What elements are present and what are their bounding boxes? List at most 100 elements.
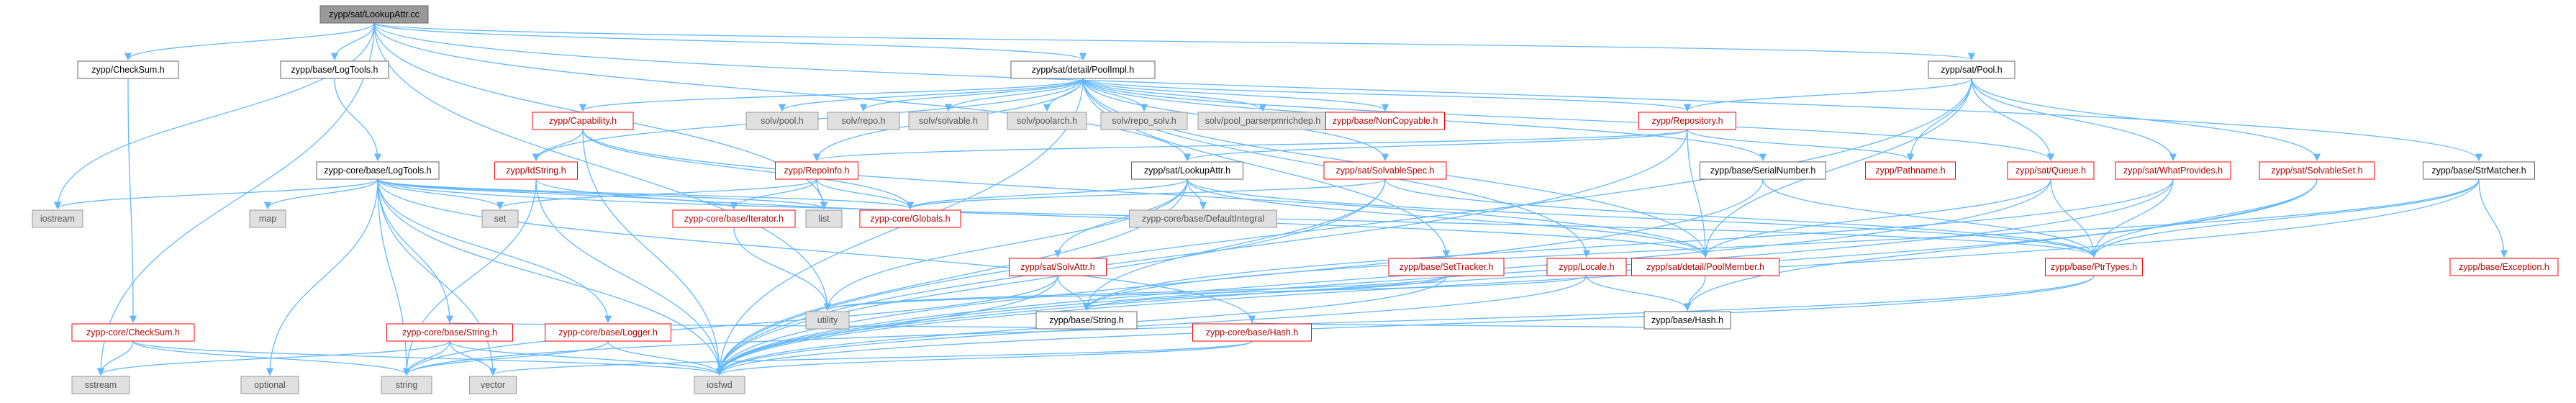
- node-label: string: [396, 380, 418, 390]
- edge-whatprovides-to-zyppstring: [1082, 178, 2174, 312]
- node-zypp-base-logtools-h[interactable]: zypp/base/LogTools.h: [280, 60, 389, 79]
- edge-corechecksum-to-sstream: [96, 340, 134, 376]
- node-zypp-core-globals-h[interactable]: zypp-core/Globals.h: [859, 209, 961, 228]
- node-zypp-sat-lookupattr-h[interactable]: zypp/sat/LookupAttr.h: [1131, 161, 1243, 180]
- edge-corelogtools-to-iterator: [377, 178, 738, 210]
- edge-lookupattrh-to-utility: [823, 178, 1188, 312]
- node-zypp-core-checksum-h[interactable]: zypp-core/CheckSum.h: [71, 323, 195, 342]
- node-label: zypp/sat/SolvableSet.h: [2271, 166, 2362, 176]
- node-label: zypp/base/LogTools.h: [291, 65, 378, 75]
- node-zypp-capability-h[interactable]: zypp/Capability.h: [532, 112, 634, 130]
- node-zypp-sat-pool-h[interactable]: zypp/sat/Pool.h: [1928, 60, 2015, 79]
- node-box: [386, 323, 513, 342]
- node-box: [1192, 323, 1312, 342]
- node-zypp-base-noncopyable-h[interactable]: zypp/base/NonCopyable.h: [1325, 112, 1445, 130]
- node-box: [545, 323, 671, 342]
- node-zypp-base-serialnumber-h[interactable]: zypp/base/SerialNumber.h: [1700, 161, 1826, 180]
- edge-satpool-to-whatprovides: [1971, 78, 2177, 162]
- edge-strmatcher-to-ptrtypes: [2090, 178, 2480, 258]
- edge-lookupattrh-to-globals: [906, 178, 1188, 210]
- node-label: zypp/base/String.h: [1049, 315, 1124, 325]
- edge-root-to-baselogtools: [330, 22, 375, 61]
- node-iosfwd: iosfwd: [694, 376, 745, 394]
- edge-satpool-to-iosfwd: [715, 78, 1972, 376]
- node-zypp-locale-h[interactable]: zypp/Locale.h: [1546, 258, 1627, 276]
- node-zypp-checksum-h[interactable]: zypp/CheckSum.h: [77, 60, 179, 79]
- node-zypp-sat-whatprovides-h[interactable]: zypp/sat/WhatProvides.h: [2115, 161, 2231, 180]
- node-label: zypp/sat/Queue.h: [2015, 166, 2086, 176]
- edge-satpool-to-solvableset: [1971, 78, 2321, 162]
- node-box: [1007, 112, 1087, 130]
- node-label: zypp/sat/SolvableSpec.h: [1336, 166, 1435, 176]
- edge-solvableset-to-hash: [1683, 178, 2318, 312]
- edge-corelogtools-to-optional: [266, 178, 378, 376]
- edge-lookupattrh-to-ptrtypes: [1187, 178, 2097, 258]
- node-zypp-core-base-string-h[interactable]: zypp-core/base/String.h: [386, 323, 513, 342]
- edge-serialnumber-to-ptrtypes: [1762, 178, 2098, 258]
- edge-repository-to-lookupattrh: [1184, 129, 1688, 162]
- node-solv-pool-parserpmrichdep-h: solv/pool_parserpmrichdep.h: [1197, 112, 1328, 130]
- node-zypp-core-base-logtools-h[interactable]: zypp-core/base/LogTools.h: [316, 161, 440, 180]
- edge-poolimpl-to-solvpool: [778, 78, 1084, 112]
- node-zypp-sat-solvattr-h[interactable]: zypp/sat/SolvAttr.h: [1009, 258, 1107, 276]
- node-zypp-sat-solvablespec-h[interactable]: zypp/sat/SolvableSpec.h: [1323, 161, 1447, 180]
- edge-root-to-sstream: [96, 22, 375, 376]
- node-zypp-sat-detail-poolimpl-h[interactable]: zypp/sat/detail/PoolImpl.h: [1010, 60, 1156, 79]
- edge-repository-to-repoinfo: [813, 129, 1688, 162]
- node-label: zypp/base/SerialNumber.h: [1710, 166, 1816, 176]
- node-zypp-core-base-iterator-h[interactable]: zypp-core/base/Iterator.h: [672, 209, 796, 228]
- node-zypp-idstring-h[interactable]: zypp/IdString.h: [494, 161, 578, 180]
- node-label: zypp/sat/detail/PoolMember.h: [1646, 262, 1764, 272]
- node-zypp-sat-lookupattr-cc[interactable]: zypp/sat/LookupAttr.cc: [319, 5, 429, 24]
- edges-layer: [53, 22, 2508, 376]
- node-zypp-pathname-h[interactable]: zypp/Pathname.h: [1865, 161, 1956, 180]
- node-sstream: sstream: [71, 376, 130, 394]
- node-label: zypp/sat/Pool.h: [1941, 65, 2003, 75]
- node-zypp-base-settracker-h[interactable]: zypp/base/SetTracker.h: [1388, 258, 1505, 276]
- edge-corelogtools-to-iostream: [54, 178, 378, 210]
- node-label: zypp-core/base/LogTools.h: [324, 166, 431, 176]
- node-zypp-repository-h[interactable]: zypp/Repository.h: [1638, 112, 1736, 130]
- node-label: zypp/base/Exception.h: [2459, 262, 2549, 272]
- node-label: zypp/sat/LookupAttr.cc: [329, 9, 419, 19]
- edge-root-to-poolimpl: [373, 22, 1087, 61]
- node-box: [1010, 60, 1156, 79]
- node-box: [381, 376, 432, 394]
- node-label: zypp/base/StrMatcher.h: [2431, 166, 2526, 176]
- edge-locale-to-iosfwd: [715, 275, 1587, 376]
- edge-poolimpl-to-capability: [579, 78, 1084, 112]
- node-list: list: [805, 209, 843, 228]
- node-box: [1131, 161, 1243, 180]
- node-label: sstream: [85, 380, 117, 390]
- node-zypp-base-ptrtypes-h[interactable]: zypp/base/PtrTypes.h: [2045, 258, 2143, 276]
- node-zypp-sat-detail-poolmember-h[interactable]: zypp/sat/detail/PoolMember.h: [1631, 258, 1779, 276]
- node-box: [2259, 161, 2375, 180]
- node-zypp-base-string-h[interactable]: zypp/base/String.h: [1035, 311, 1138, 330]
- node-zypp-core-base-logger-h[interactable]: zypp-core/base/Logger.h: [545, 323, 671, 342]
- node-label: solv/pool.h: [761, 116, 804, 126]
- node-zypp-sat-solvableset-h[interactable]: zypp/sat/SolvableSet.h: [2259, 161, 2375, 180]
- node-zypp-sat-queue-h[interactable]: zypp/sat/Queue.h: [2007, 161, 2095, 180]
- node-label: zypp/Repository.h: [1651, 116, 1723, 126]
- node-zypp-repoinfo-h[interactable]: zypp/RepoInfo.h: [775, 161, 858, 180]
- node-box: [1325, 112, 1445, 130]
- node-zypp-base-hash-h[interactable]: zypp/base/Hash.h: [1643, 311, 1731, 330]
- edge-satpool-to-pathname: [1906, 78, 1972, 162]
- node-box: [2423, 161, 2535, 180]
- node-zypp-core-base-hash-h[interactable]: zypp-core/base/Hash.h: [1192, 323, 1312, 342]
- node-zypp-base-exception-h[interactable]: zypp/base/Exception.h: [2449, 258, 2559, 276]
- node-label: solv/repo.h: [841, 116, 885, 126]
- edge-strmatcher-to-iosfwd: [715, 178, 2480, 376]
- edge-corehash-to-vector: [489, 340, 1253, 376]
- node-solv-pool-h: solv/pool.h: [745, 112, 819, 130]
- node-label: zypp/sat/LookupAttr.h: [1144, 166, 1230, 176]
- node-box: [745, 112, 819, 130]
- node-label: list: [818, 214, 830, 224]
- edge-solvablespec-to-ptrtypes: [1384, 178, 2098, 258]
- node-label: zypp/base/PtrTypes.h: [2051, 262, 2137, 272]
- edge-lookupattrh-to-poolmember: [1187, 178, 1710, 258]
- node-zypp-base-strmatcher-h[interactable]: zypp/base/StrMatcher.h: [2423, 161, 2535, 180]
- node-box: [1035, 311, 1138, 330]
- node-box: [249, 209, 286, 228]
- edge-root-to-lookupattrh: [373, 22, 1192, 162]
